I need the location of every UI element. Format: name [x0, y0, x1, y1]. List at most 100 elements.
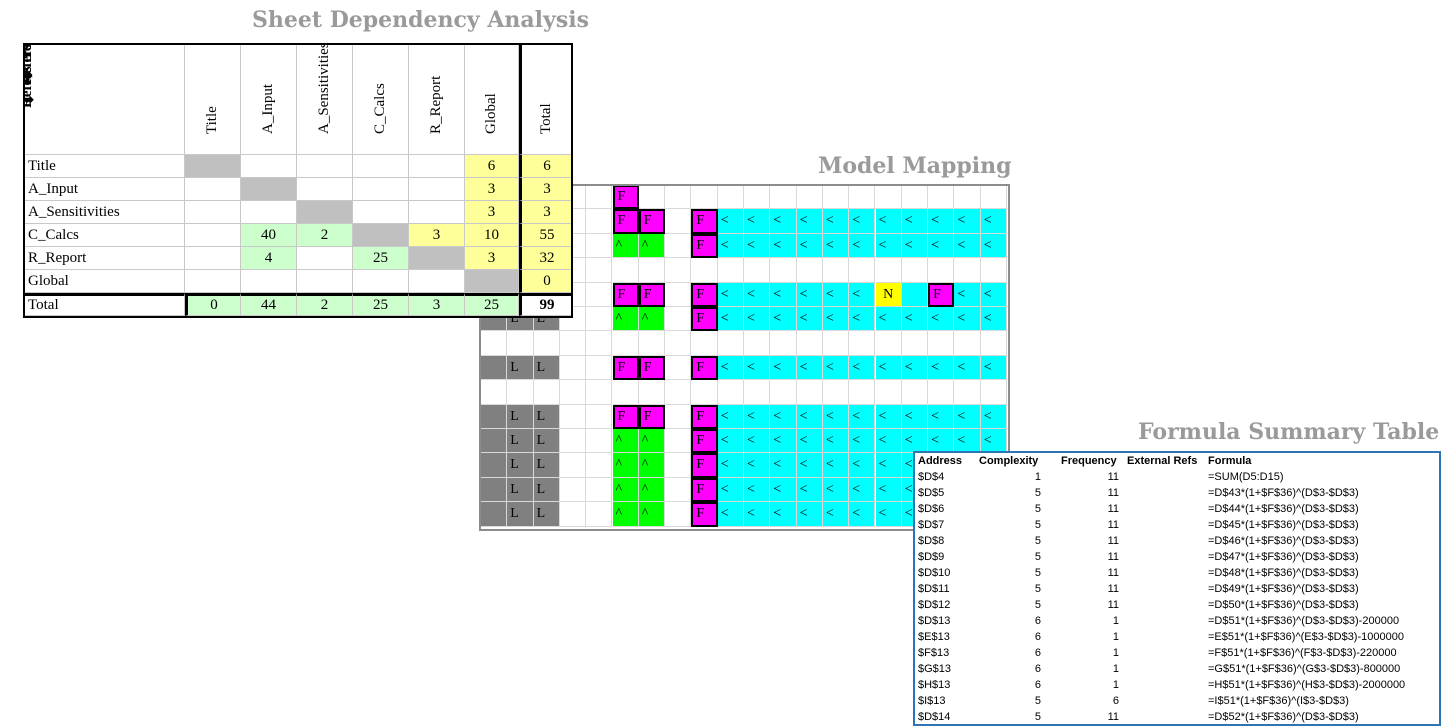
- row-label: C_Calcs: [25, 224, 185, 247]
- map-cell: [980, 258, 1007, 283]
- map-cell-copy-left: <: [875, 209, 902, 234]
- map-cell: [796, 331, 823, 356]
- map-cell-copy-left: <: [744, 209, 771, 234]
- map-cell-formula: F: [638, 355, 666, 381]
- map-cell-formula: F: [928, 282, 955, 307]
- matrix-cell: [297, 201, 353, 224]
- map-cell-copy: ^: [612, 477, 639, 503]
- table-cell: =D$52*(1+$F$36)^(D$3-$D$3): [1208, 711, 1359, 723]
- map-cell-copy-left: <: [928, 429, 955, 454]
- map-cell: [481, 429, 508, 454]
- table-cell: =H$51*(1+$F$36)^(H$3-$D$3)-2000000: [1208, 679, 1406, 691]
- map-cell-copy-left: <: [822, 355, 850, 381]
- map-cell: [586, 404, 613, 429]
- map-cell-copy-left: <: [770, 209, 797, 234]
- map-cell: [665, 429, 692, 454]
- map-cell-copy-left: <: [744, 404, 771, 429]
- matrix-cell: 3: [465, 178, 519, 201]
- map-cell: [533, 331, 560, 356]
- map-cell: [849, 380, 876, 405]
- map-cell: [586, 233, 613, 259]
- map-cell: [822, 380, 850, 405]
- table-cell: 6: [1034, 679, 1041, 691]
- map-cell: [665, 502, 692, 527]
- matrix-cell: [297, 155, 353, 178]
- map-cell-copy-left: <: [980, 355, 1007, 381]
- matrix-cell: [185, 224, 241, 247]
- map-cell-formula: F: [691, 429, 718, 454]
- map-cell: [665, 380, 692, 405]
- map-cell-copy-left: <: [796, 233, 823, 259]
- table-cell: 11: [1107, 535, 1119, 547]
- table-cell: 11: [1107, 503, 1119, 515]
- map-cell: [638, 380, 666, 405]
- map-cell-copy-left: <: [744, 502, 771, 527]
- table-cell: 5: [1034, 711, 1041, 723]
- table-cell: $D$12: [918, 599, 951, 611]
- table-cell: 6: [1112, 695, 1119, 707]
- map-cell: [665, 209, 692, 234]
- map-cell-copy-left: <: [901, 209, 929, 234]
- map-cell-copy-left: <: [901, 355, 929, 381]
- table-cell: 5: [1034, 567, 1041, 579]
- map-cell-formula: F: [612, 404, 639, 429]
- map-cell: [744, 258, 771, 283]
- table-cell: $D$14: [918, 711, 951, 723]
- matrix-cell: [185, 155, 241, 178]
- map-cell: [665, 233, 692, 259]
- table-cell: $I$13: [918, 695, 946, 707]
- map-cell-copy-left: <: [849, 453, 876, 478]
- map-cell-copy-left: <: [954, 282, 981, 307]
- map-cell: [901, 331, 929, 356]
- map-cell: [559, 502, 587, 527]
- map-cell-label: L: [533, 355, 560, 381]
- map-cell-number: N: [875, 282, 902, 307]
- map-cell-copy-left: <: [822, 307, 850, 332]
- total-cell: 0: [185, 293, 241, 316]
- map-cell-copy-left: <: [875, 429, 902, 454]
- table-cell: 1: [1112, 615, 1119, 627]
- map-cell-copy-left: <: [822, 453, 850, 478]
- table-cell: =G$51*(1+$F$36)^(G$3-$D$3)-800000: [1208, 663, 1401, 675]
- map-cell: [586, 355, 613, 381]
- map-cell-copy-left: <: [901, 429, 929, 454]
- total-cell: 99: [519, 293, 571, 316]
- map-cell: [770, 258, 797, 283]
- map-cell: [507, 331, 534, 356]
- map-cell-copy-left: <: [717, 429, 744, 454]
- map-cell: [744, 331, 771, 356]
- map-cell-copy-left: <: [901, 307, 929, 332]
- map-cell: [822, 186, 850, 210]
- map-cell-copy: ^: [638, 233, 666, 259]
- table-cell: =SUM(D5:D15): [1208, 471, 1284, 483]
- map-cell: [770, 380, 797, 405]
- map-cell: [901, 186, 929, 210]
- map-cell-copy-left: <: [770, 282, 797, 307]
- matrix-cell: 0: [519, 270, 571, 293]
- matrix-cell: 3: [519, 178, 571, 201]
- matrix-cell: [241, 155, 297, 178]
- map-cell-copy: ^: [638, 307, 666, 332]
- column-header: Global: [465, 45, 519, 155]
- matrix-cell: [409, 155, 465, 178]
- map-cell: [559, 477, 587, 503]
- table-cell: 6: [1034, 647, 1041, 659]
- map-cell-label: L: [533, 502, 560, 527]
- table-cell: =D$49*(1+$F$36)^(D$3-$D$3): [1208, 583, 1359, 595]
- table-cell: 5: [1034, 519, 1041, 531]
- map-cell-copy: ^: [612, 502, 639, 527]
- map-cell-copy-left: <: [980, 307, 1007, 332]
- map-cell: [954, 380, 981, 405]
- table-cell: =D$43*(1+$F$36)^(D$3-$D$3): [1208, 487, 1359, 499]
- map-cell-copy-left: <: [980, 282, 1007, 307]
- map-cell-copy-left: <: [954, 355, 981, 381]
- matrix-cell: [353, 201, 409, 224]
